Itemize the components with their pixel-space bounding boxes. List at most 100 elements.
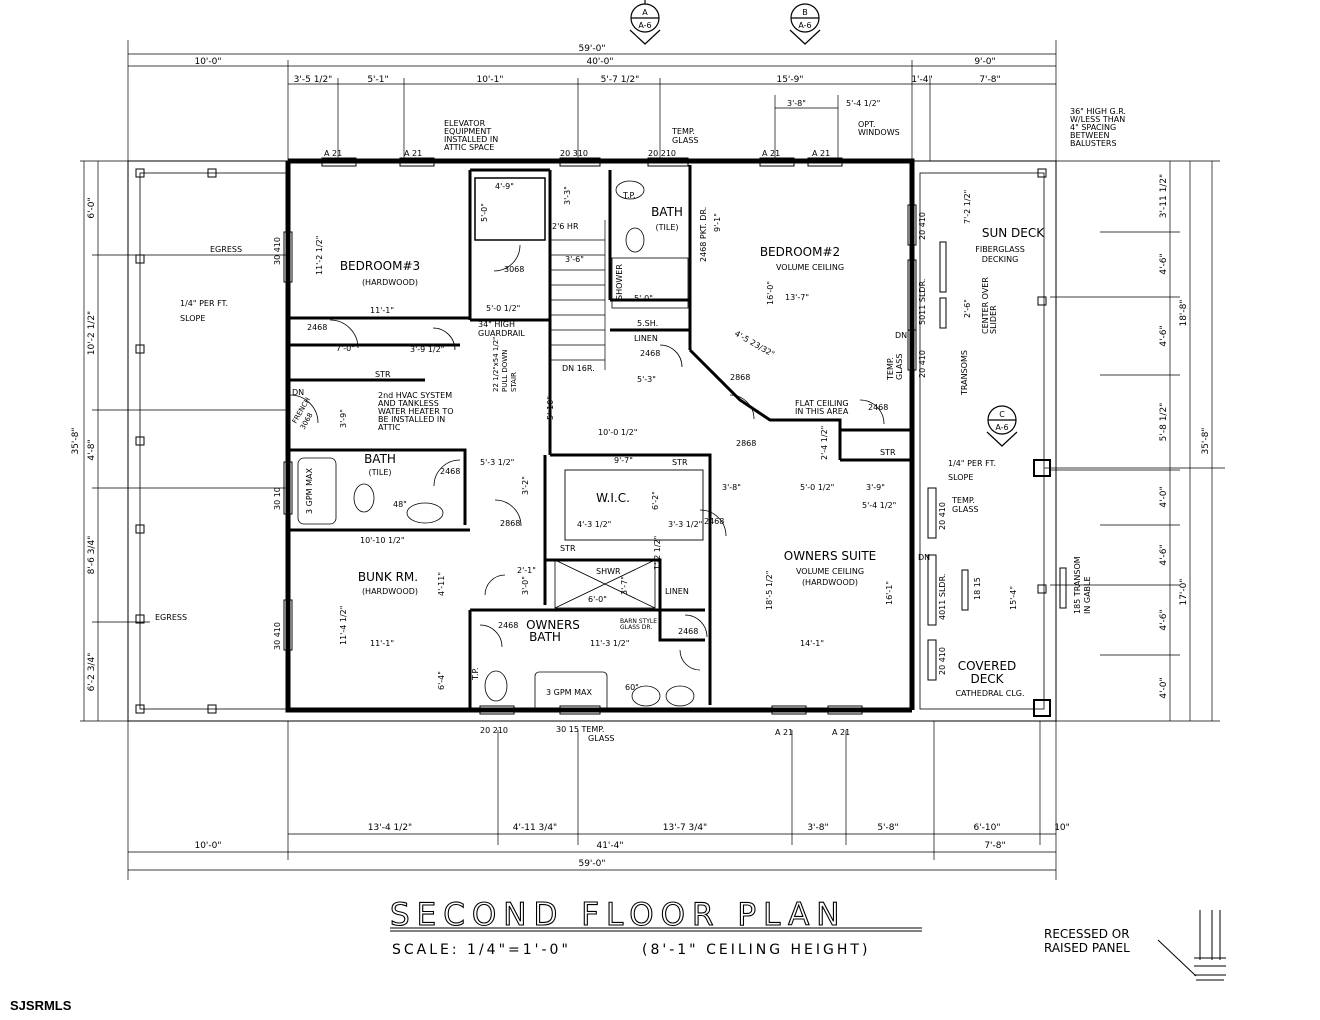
vanity-60: 60": [625, 683, 639, 692]
elevator-note-3: ATTIC SPACE: [444, 143, 494, 152]
window-a21-3: A 21: [762, 149, 780, 158]
egress-2: EGRESS: [155, 613, 187, 622]
door-2468-3: 2468: [704, 517, 724, 526]
idim-14: 4'-5 23/32": [733, 329, 776, 359]
idim-26: 11'-4 1/2": [339, 606, 348, 645]
idim-37: 7'-2 1/2": [963, 190, 972, 224]
elevator-note-2: INSTALLED IN: [444, 135, 498, 144]
plumbing-fixtures: [297, 180, 695, 713]
door-3068: 3068: [504, 265, 524, 274]
left-dimension-lines: [80, 160, 288, 722]
dim-right-5: 4'-6": [1159, 544, 1169, 565]
dim-left-4: 6'-2 3/4": [87, 653, 97, 692]
idim-2: 3'-3": [563, 186, 572, 205]
pocket-door: 2468 PKT. DR.: [699, 207, 708, 262]
window-a21-1: A 21: [324, 149, 342, 158]
dim-top-r3-0: 3'-5 1/2": [294, 75, 333, 85]
idim-20: 5'-0 1/2": [800, 483, 834, 492]
dim-bot-r1-2: 13'-7 3/4": [663, 823, 707, 833]
marker-a-sheet: A-6: [638, 21, 651, 30]
dim-top-r2-2: 9'-0": [974, 57, 995, 67]
gpm-2: 3 GPM MAX: [546, 688, 592, 697]
hvac-3: BE INSTALLED IN: [378, 415, 445, 424]
shower-label: SHOWER: [615, 264, 624, 300]
interior-walls: [288, 165, 912, 710]
idim-17: 5'-3 1/2": [480, 458, 514, 467]
center-over-0: CENTER OVER: [981, 277, 990, 334]
dn-3: DN: [895, 331, 907, 340]
balusters-note-4: BALUSTERS: [1070, 139, 1117, 148]
sun-deck-sub1: FIBERGLASS: [975, 245, 1025, 254]
bunk-sub: (HARDWOOD): [362, 587, 418, 596]
guardrail-0: 34" HIGH: [478, 320, 515, 329]
center-over-1: SLIDER: [989, 305, 998, 334]
idim-13: 13'-7": [785, 293, 809, 302]
idim-30: 11'-3 1/2": [590, 639, 629, 648]
gpm-1: 3 GPM MAX: [305, 468, 314, 514]
recessed-0: RECESSED OR: [1044, 927, 1130, 941]
window-1815: 18 15: [973, 577, 982, 600]
idim-4: 9'-1": [713, 213, 722, 232]
wic-name: W.I.C.: [596, 491, 630, 505]
window-20410-4: 20 410: [938, 647, 947, 675]
barn-1: GLASS DR.: [620, 624, 652, 631]
dim-bot-r1-0: 13'-4 1/2": [368, 823, 412, 833]
dim-right-7: 4'-0": [1159, 677, 1169, 698]
covered-deck-name2: DECK: [970, 672, 1004, 686]
temp-glass-right-0: TEMP.: [951, 496, 975, 505]
bunk-name: BUNK RM.: [358, 570, 418, 584]
dn-2: DN: [918, 553, 930, 562]
bath-top-name: BATH: [651, 205, 683, 219]
deck-outline: [127, 160, 1057, 722]
section-markers: [629, 0, 1018, 447]
window-20410-1: 20 410: [918, 212, 927, 240]
opt-windows-1: WINDOWS: [858, 128, 900, 137]
top-dimension-lines: [127, 40, 1057, 161]
plan-title: SECOND FLOOR PLAN: [390, 897, 847, 933]
dim-bot-r2-2: 7'-8": [984, 841, 1005, 851]
dim-right-4: 4'-0": [1159, 486, 1169, 507]
dim-top-overall: 59'-0": [578, 44, 605, 54]
elevator-note-1: EQUIPMENT: [444, 127, 491, 136]
idim-8: 5'-0 1/2": [486, 304, 520, 313]
idim-18: 9'-7": [614, 456, 633, 465]
transom-gable-0: 185 TRANSOM: [1073, 556, 1082, 614]
idim-32: 18'-5 1/2": [765, 571, 774, 610]
dim-right-3: 5'-8 1/2": [1159, 403, 1169, 442]
idim-3: 3'-6": [565, 255, 584, 264]
recessed-1: RAISED PANEL: [1044, 941, 1130, 955]
idim-46: 3'-2": [521, 476, 530, 495]
window-20310: 20 310: [560, 149, 588, 158]
window-20210-top: 20 210: [648, 149, 676, 158]
idim-10: 3'-9 1/2": [410, 345, 444, 354]
str-4: STR: [880, 448, 896, 457]
slope-right-1: SLOPE: [948, 473, 973, 482]
door-2468-5: 2468: [678, 627, 698, 636]
temp-glass-top-1: GLASS: [672, 136, 698, 145]
window-3010: 30 10: [273, 487, 282, 510]
window-30410-2: 30 410: [273, 622, 282, 650]
temp-glass-mid-1: GLASS: [895, 354, 904, 380]
dim-bot-r1-5: 6'-10": [973, 823, 1000, 833]
marker-c-letter: C: [999, 410, 1005, 419]
idim-16: 10'-0 1/2": [598, 428, 637, 437]
idim-22: 5'-4 1/2": [862, 501, 896, 510]
idim-42: 6'-0": [588, 595, 607, 604]
dim-top-r3-4: 15'-9": [776, 75, 803, 85]
marker-b-sheet: A-6: [798, 21, 811, 30]
bedroom3-name: BEDROOM#3: [340, 259, 420, 273]
balusters-note-2: 4" SPACING: [1070, 123, 1116, 132]
dim-right-0: 3'-11 1/2": [1159, 174, 1169, 218]
slider-5011: 5011 SLDR.: [918, 279, 927, 325]
dim-left-3: 8'-6 3/4": [87, 536, 97, 575]
sun-deck-sub2: DECKING: [982, 255, 1019, 264]
idim-40: 5'-10": [546, 396, 555, 420]
idim-6: 11'-2 1/2": [315, 236, 324, 275]
idim-0: 4'-9": [495, 182, 514, 191]
balusters-note-1: W/LESS THAN: [1070, 115, 1125, 124]
linen-1: LINEN: [634, 334, 658, 343]
flat-ceiling-1: IN THIS AREA: [795, 407, 849, 416]
window-20410-3: 20 410: [938, 502, 947, 530]
idim-29: 6'-4": [437, 671, 446, 690]
dim-right-9: 17'-0": [1179, 578, 1189, 605]
